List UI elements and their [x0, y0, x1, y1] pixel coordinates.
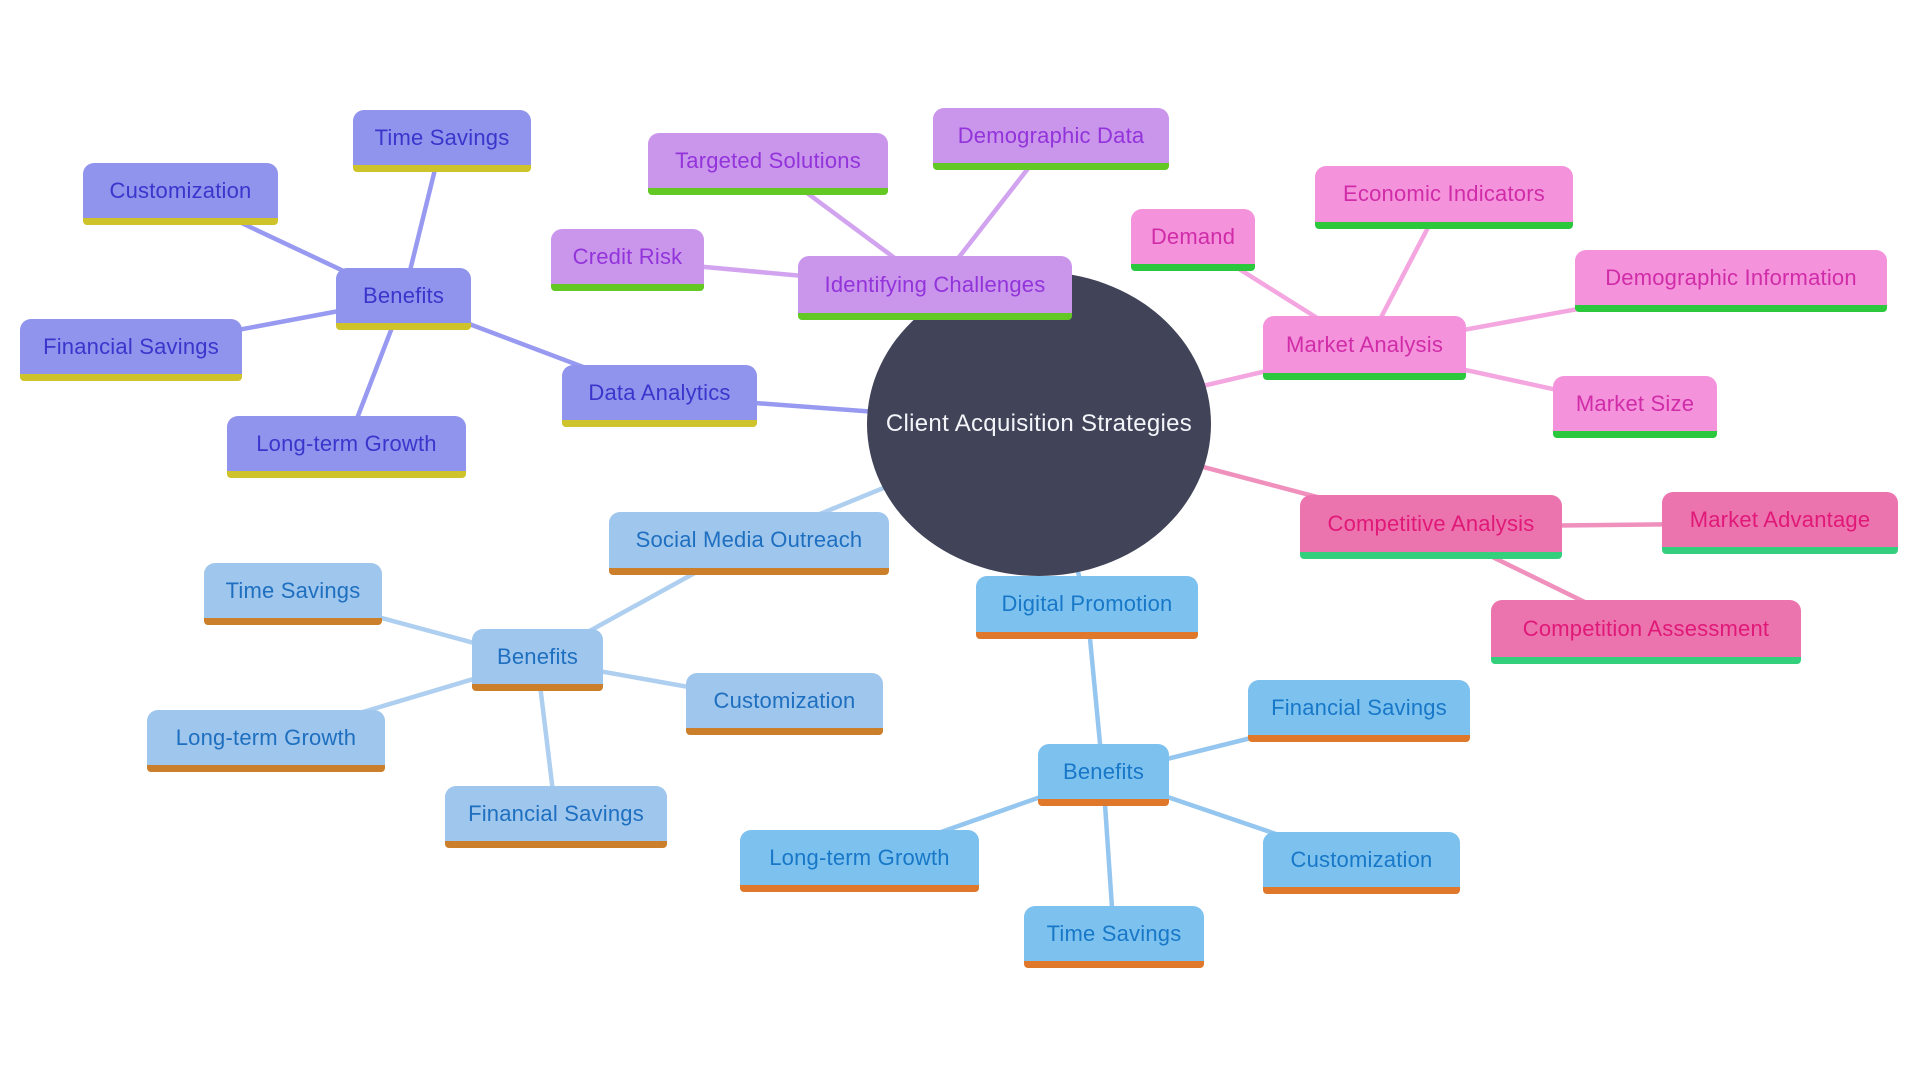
node-demand: Demand	[1131, 209, 1255, 271]
node-targeted-solutions: Targeted Solutions	[648, 133, 888, 195]
center-node-label: Client Acquisition Strategies	[885, 410, 1193, 437]
node-benefits-a: Benefits	[336, 268, 471, 330]
node-social-media-outreach: Social Media Outreach	[609, 512, 889, 575]
node-competitive-analysis: Competitive Analysis	[1300, 495, 1562, 559]
node-customization-f: Customization	[1263, 832, 1460, 894]
node-economic-indicators: Economic Indicators	[1315, 166, 1573, 229]
node-market-advantage: Market Advantage	[1662, 492, 1898, 554]
node-long-term-growth-e: Long-term Growth	[147, 710, 385, 772]
node-digital-promotion: Digital Promotion	[976, 576, 1198, 639]
node-financial-savings-a: Financial Savings	[20, 319, 242, 381]
node-market-size: Market Size	[1553, 376, 1717, 438]
node-customization-e: Customization	[686, 673, 883, 735]
node-customization-a: Customization	[83, 163, 278, 225]
node-financial-savings-e: Financial Savings	[445, 786, 667, 848]
center-node-client-acquisition-strategies: Client Acquisition Strategies	[867, 272, 1211, 576]
node-identifying-challenges: Identifying Challenges	[798, 256, 1072, 320]
node-financial-savings-f: Financial Savings	[1248, 680, 1470, 742]
node-market-analysis: Market Analysis	[1263, 316, 1466, 380]
node-benefits-e: Benefits	[472, 629, 603, 691]
node-data-analytics: Data Analytics	[562, 365, 757, 427]
node-competition-assessment: Competition Assessment	[1491, 600, 1801, 664]
node-time-savings-e: Time Savings	[204, 563, 382, 625]
node-demographic-information: Demographic Information	[1575, 250, 1887, 312]
node-long-term-growth-a: Long-term Growth	[227, 416, 466, 478]
node-demographic-data: Demographic Data	[933, 108, 1169, 170]
node-time-savings-f: Time Savings	[1024, 906, 1204, 968]
node-benefits-f: Benefits	[1038, 744, 1169, 806]
node-long-term-growth-f: Long-term Growth	[740, 830, 979, 892]
node-time-savings-a: Time Savings	[353, 110, 531, 172]
node-credit-risk: Credit Risk	[551, 229, 704, 291]
